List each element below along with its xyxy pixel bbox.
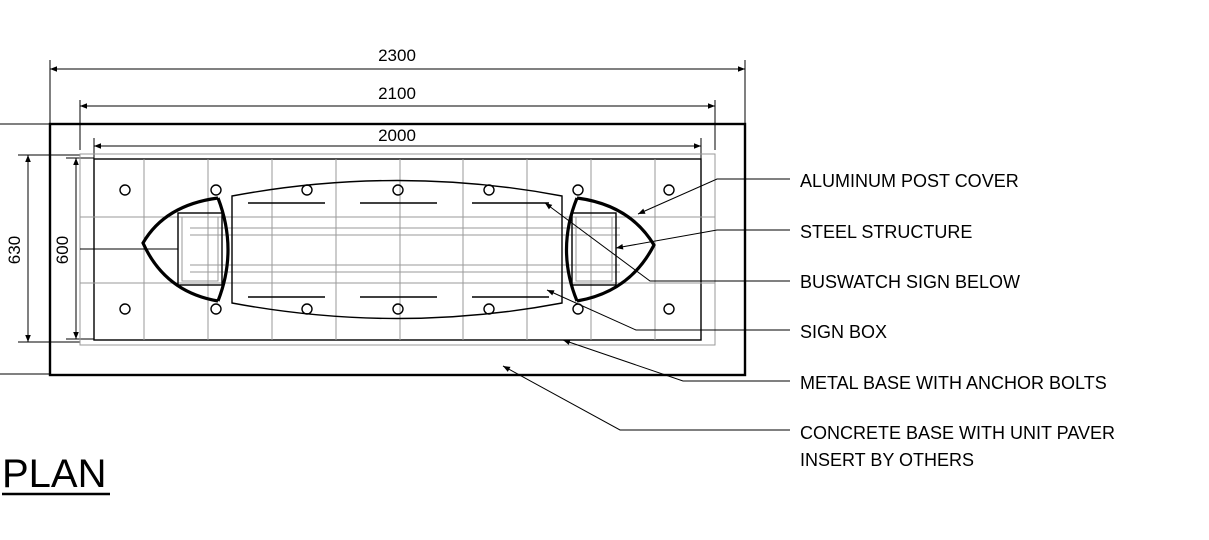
- anchor-bolt: [483, 303, 495, 315]
- post-cover-right: [576, 196, 656, 303]
- anchor-bolt: [210, 303, 222, 315]
- leader-aluminum-post-cover: [637, 178, 790, 215]
- dimension-label-2300: 2300: [378, 46, 416, 65]
- dimension-label-600: 600: [53, 236, 72, 264]
- paver-grid: [80, 159, 715, 340]
- anchor-bolt: [119, 184, 131, 196]
- post-cover-left: [141, 196, 219, 303]
- callout-sign-box: SIGN BOX: [800, 322, 887, 342]
- dimension-2000: 2000: [93, 126, 702, 160]
- steel-post-right: [571, 212, 617, 286]
- dimension-label-2000: 2000: [378, 126, 416, 145]
- sign-box: [231, 179, 563, 320]
- anchor-bolt: [392, 184, 404, 196]
- steel-post-left-inner: [181, 216, 219, 282]
- callout-concrete-base-line2: INSERT BY OTHERS: [800, 450, 974, 470]
- anchor-bolt: [483, 184, 495, 196]
- leader-sign-box: [546, 289, 790, 331]
- callout-buswatch-sign-below: BUSWATCH SIGN BELOW: [800, 272, 1020, 292]
- steel-post-left: [177, 212, 223, 286]
- leader-metal-base: [562, 339, 790, 382]
- anchor-bolt: [572, 184, 584, 196]
- dimension-label-630: 630: [5, 236, 24, 264]
- leader-steel-structure: [615, 229, 790, 250]
- anchor-bolt: [663, 184, 675, 196]
- concrete-base: [48, 122, 747, 377]
- steel-post-right-inner: [575, 216, 613, 282]
- callout-metal-base-with-anchor-bolts: METAL BASE WITH ANCHOR BOLTS: [800, 373, 1107, 393]
- dimension-2300: 2300: [49, 46, 746, 124]
- callout-concrete-base-line1: CONCRETE BASE WITH UNIT PAVER: [800, 423, 1115, 443]
- post-cover-left-outer: [216, 197, 230, 302]
- anchor-bolt: [301, 303, 313, 315]
- leader-concrete-base: [502, 365, 790, 431]
- anchor-bolt: [392, 303, 404, 315]
- post-cover-right-outer: [564, 197, 579, 302]
- anchor-bolt: [663, 303, 675, 315]
- metal-base: [93, 158, 702, 341]
- dimension-label-2100: 2100: [378, 84, 416, 103]
- drawing-title: PLAN: [2, 452, 107, 496]
- dimension-630: 630: [0, 123, 80, 375]
- leader-buswatch-sign-below: [544, 202, 790, 282]
- callout-aluminum-post-cover: ALUMINUM POST COVER: [800, 171, 1019, 191]
- anchor-bolt: [301, 184, 313, 196]
- callout-steel-structure: STEEL STRUCTURE: [800, 222, 972, 242]
- anchor-bolt: [119, 303, 131, 315]
- dimension-600: 600: [53, 157, 94, 340]
- anchor-bolt: [210, 184, 222, 196]
- buswatch-sign-dashes: [248, 202, 549, 298]
